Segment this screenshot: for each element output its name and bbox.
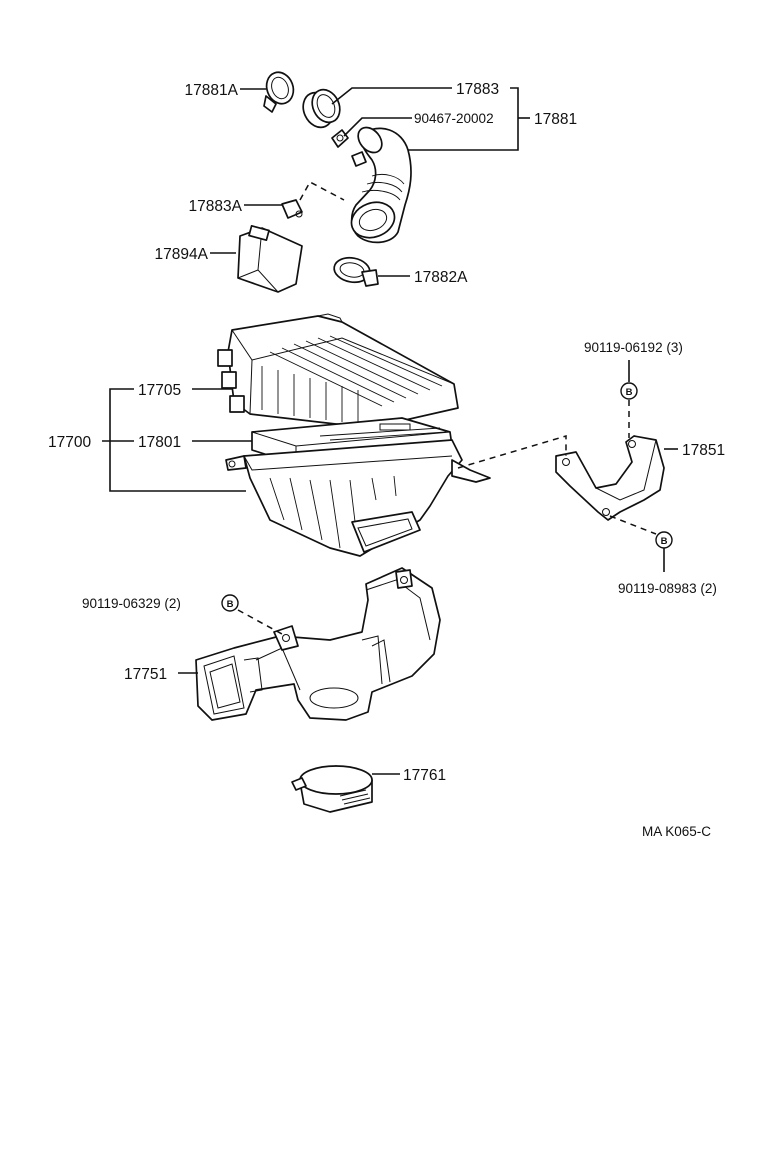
svg-text:B: B (227, 599, 234, 610)
air-cleaner-case (225, 439, 491, 557)
label-17883: 17883 (456, 81, 499, 98)
diagram-code: MA K065-C (642, 824, 711, 839)
leader-lines (102, 87, 678, 775)
clip-90467-20002 (331, 129, 349, 148)
label-17894a: 17894A (155, 246, 209, 263)
intake-hose-17881 (350, 126, 412, 244)
cap-17761 (291, 765, 373, 813)
bolt-symbol-90119-06192: B (620, 382, 638, 400)
label-90467-20002: 90467-20002 (414, 111, 494, 126)
inlet-duct-17751 (195, 567, 441, 721)
clip-17883a (281, 199, 303, 219)
label-17881a: 17881A (185, 82, 239, 99)
air-cleaner-cap-17705 (217, 313, 459, 429)
label-17700: 17700 (48, 434, 91, 451)
label-17751: 17751 (124, 666, 167, 683)
hose-clamp-17882a (333, 256, 379, 287)
bolt-symbol-90119-08983: B (655, 531, 673, 549)
label-17761: 17761 (403, 767, 446, 784)
svg-text:B: B (661, 536, 668, 547)
label-17882a: 17882A (414, 269, 468, 286)
label-17705: 17705 (138, 382, 181, 399)
hose-clamp-17881a (263, 71, 295, 113)
label-90119-06192: 90119-06192 (3) (584, 340, 683, 355)
label-90119-06329: 90119-06329 (2) (82, 596, 181, 611)
label-17851: 17851 (682, 442, 725, 459)
bracket-17851 (555, 435, 665, 521)
label-17883a: 17883A (189, 198, 243, 215)
svg-text:B: B (626, 387, 633, 398)
label-90119-08983: 90119-08983 (2) (618, 581, 717, 596)
ring-17883 (302, 88, 341, 129)
label-17881: 17881 (534, 111, 577, 128)
label-17801: 17801 (138, 434, 181, 451)
resonator-17894a (237, 224, 303, 293)
bolt-symbol-90119-06329: B (221, 594, 239, 612)
